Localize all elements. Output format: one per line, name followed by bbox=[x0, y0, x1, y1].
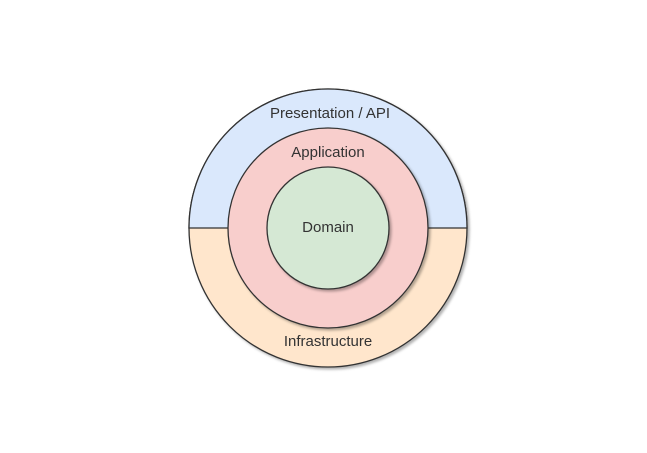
domain-layer-circle bbox=[266, 166, 390, 290]
application-label: Application bbox=[291, 144, 364, 161]
presentation-api-label: Presentation / API bbox=[270, 105, 390, 122]
domain-label: Domain bbox=[302, 219, 354, 236]
infrastructure-label: Infrastructure bbox=[284, 333, 372, 350]
